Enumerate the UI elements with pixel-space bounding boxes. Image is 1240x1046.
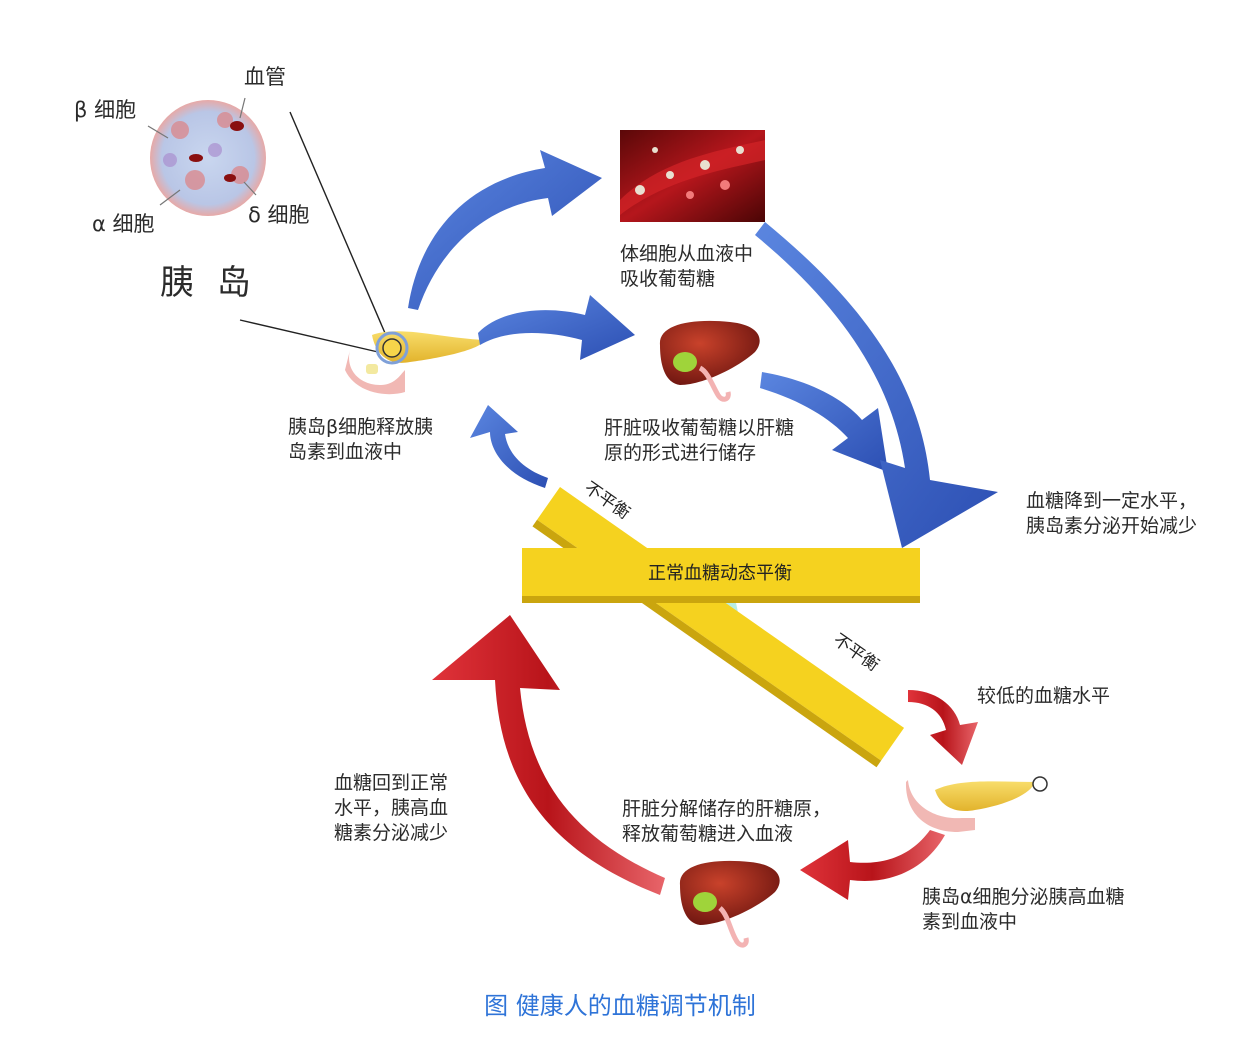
delta-cell-label: δ 细胞 <box>248 203 310 227</box>
arrow-pancreas-to-blood <box>408 150 602 310</box>
label-liver-release: 肝脏分解储存的肝糖原， 释放葡萄糖进入血液 <box>622 798 832 845</box>
label-glucose-drop: 血糖降到一定水平， 胰岛素分泌开始减少 <box>1026 490 1198 537</box>
beta-cell-label: β 细胞 <box>74 98 137 122</box>
balance-seesaw <box>522 487 920 768</box>
label-low-glucose: 较低的血糖水平 <box>977 685 1111 707</box>
arrow-blood-to-balance <box>755 222 998 548</box>
figure-caption: 图 健康人的血糖调节机制 <box>484 992 756 1020</box>
balance-main-label: 正常血糖动态平衡 <box>648 563 792 584</box>
label-alpha-secrete: 胰岛α细胞分泌胰高血糖 素到血液中 <box>922 886 1125 933</box>
arrow-liver-to-balance <box>760 372 888 472</box>
pancreas-bottom-icon <box>905 776 1048 832</box>
label-beta-release: 胰岛β细胞释放胰 岛素到血液中 <box>288 416 434 463</box>
alpha-cell-label: α 细胞 <box>92 212 155 236</box>
pancreas-top-icon <box>345 331 485 395</box>
islet-illustration <box>147 97 266 216</box>
label-glucose-return: 血糖回到正常 水平，胰高血 糖素分泌减少 <box>334 772 449 844</box>
vessel-dot-icon <box>230 121 244 131</box>
arrow-balance-to-low-glucose <box>908 690 978 765</box>
label-liver-store: 肝脏吸收葡萄糖以肝糖 原的形式进行储存 <box>604 417 795 464</box>
label-blood-absorb: 体细胞从血液中 吸收葡萄糖 <box>620 243 754 290</box>
arrow-balance-to-pancreas <box>470 405 548 488</box>
arrow-liver-to-balance-red <box>432 615 665 895</box>
arrow-pancreas-to-liver <box>478 295 635 360</box>
blood-vessel-image <box>620 130 765 222</box>
vessel-label: 血管 <box>244 65 286 89</box>
islet-title: 胰 岛 <box>160 263 257 303</box>
liver-top-icon <box>659 320 760 402</box>
imbalance-bottom-label: 不平衡 <box>829 630 882 676</box>
liver-bottom-icon <box>679 860 780 948</box>
arrow-pancreas-to-liver-red <box>800 830 945 900</box>
